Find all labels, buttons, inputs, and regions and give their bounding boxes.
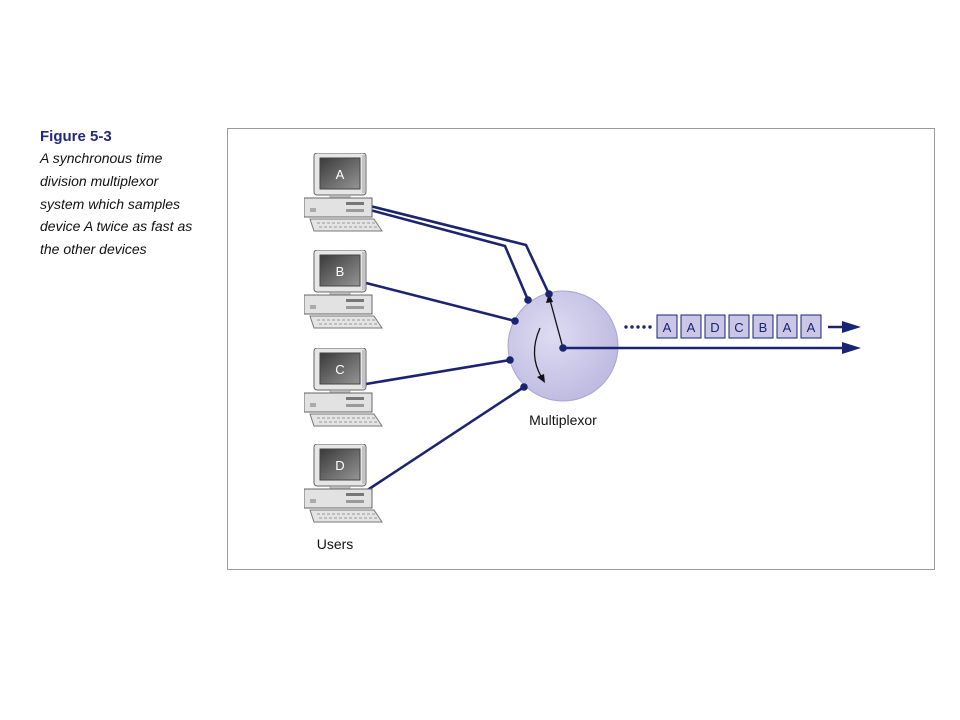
caption-line: the other devices	[40, 241, 147, 258]
link-a-secondary	[369, 208, 530, 301]
packet-label: A	[663, 320, 672, 335]
computer-icon	[304, 153, 383, 232]
packet-stream: A A D C B A A	[656, 314, 822, 339]
device-d: D	[304, 444, 383, 523]
packet-box	[728, 314, 750, 339]
device-a: A	[304, 153, 383, 232]
output-arrowhead-icon	[842, 342, 861, 354]
rotation-arrowhead-icon	[537, 374, 545, 383]
packet-box	[680, 314, 702, 339]
device-label: D	[335, 458, 344, 473]
rotation-arrow	[533, 327, 543, 379]
device-label: C	[335, 362, 344, 377]
caption-line: A synchronous time	[40, 150, 163, 166]
link-c	[365, 358, 511, 386]
packet-label: A	[807, 320, 816, 335]
packet-label: A	[687, 320, 696, 335]
computer-icon	[304, 348, 383, 427]
pointer-arrowhead-icon	[546, 293, 553, 303]
figure-caption: Figure 5-3 A synchronous time division m…	[40, 127, 220, 261]
device-label: A	[336, 167, 345, 182]
sampling-pointer	[549, 299, 564, 349]
port-dots	[506, 290, 567, 391]
packet-box	[704, 314, 726, 339]
computer-icon	[304, 250, 383, 329]
figure-label: Figure 5-3	[40, 128, 112, 145]
packet-label: B	[759, 320, 768, 335]
caption-line: device A twice as fast as	[40, 218, 193, 235]
device-label: B	[336, 264, 345, 279]
packet-label: A	[783, 320, 792, 335]
port-dot	[506, 356, 514, 364]
caption-line: system which samples	[40, 195, 181, 212]
packet-box	[776, 314, 798, 339]
users-label: Users	[317, 536, 354, 552]
figure-frame	[227, 128, 935, 570]
packet-label: C	[734, 320, 743, 335]
port-dot	[545, 290, 553, 298]
multiplexor-label: Multiplexor	[529, 412, 597, 428]
packet-box	[656, 314, 678, 339]
computer-icon	[304, 444, 383, 523]
connection-lines	[365, 204, 551, 493]
stream-leader-dots	[624, 325, 652, 329]
stream-arrowhead-icon	[842, 321, 861, 333]
device-b: B	[304, 250, 383, 329]
packet-box	[752, 314, 774, 339]
packet-box	[800, 314, 822, 339]
link-b	[365, 281, 516, 323]
port-dot	[511, 317, 519, 325]
caption-line: division multiplexor	[40, 172, 159, 189]
port-dot	[524, 296, 532, 304]
port-dot	[520, 383, 528, 391]
device-c: C	[304, 348, 383, 427]
packet-label: D	[710, 320, 719, 335]
link-d	[365, 385, 525, 493]
link-a-primary	[369, 204, 551, 295]
